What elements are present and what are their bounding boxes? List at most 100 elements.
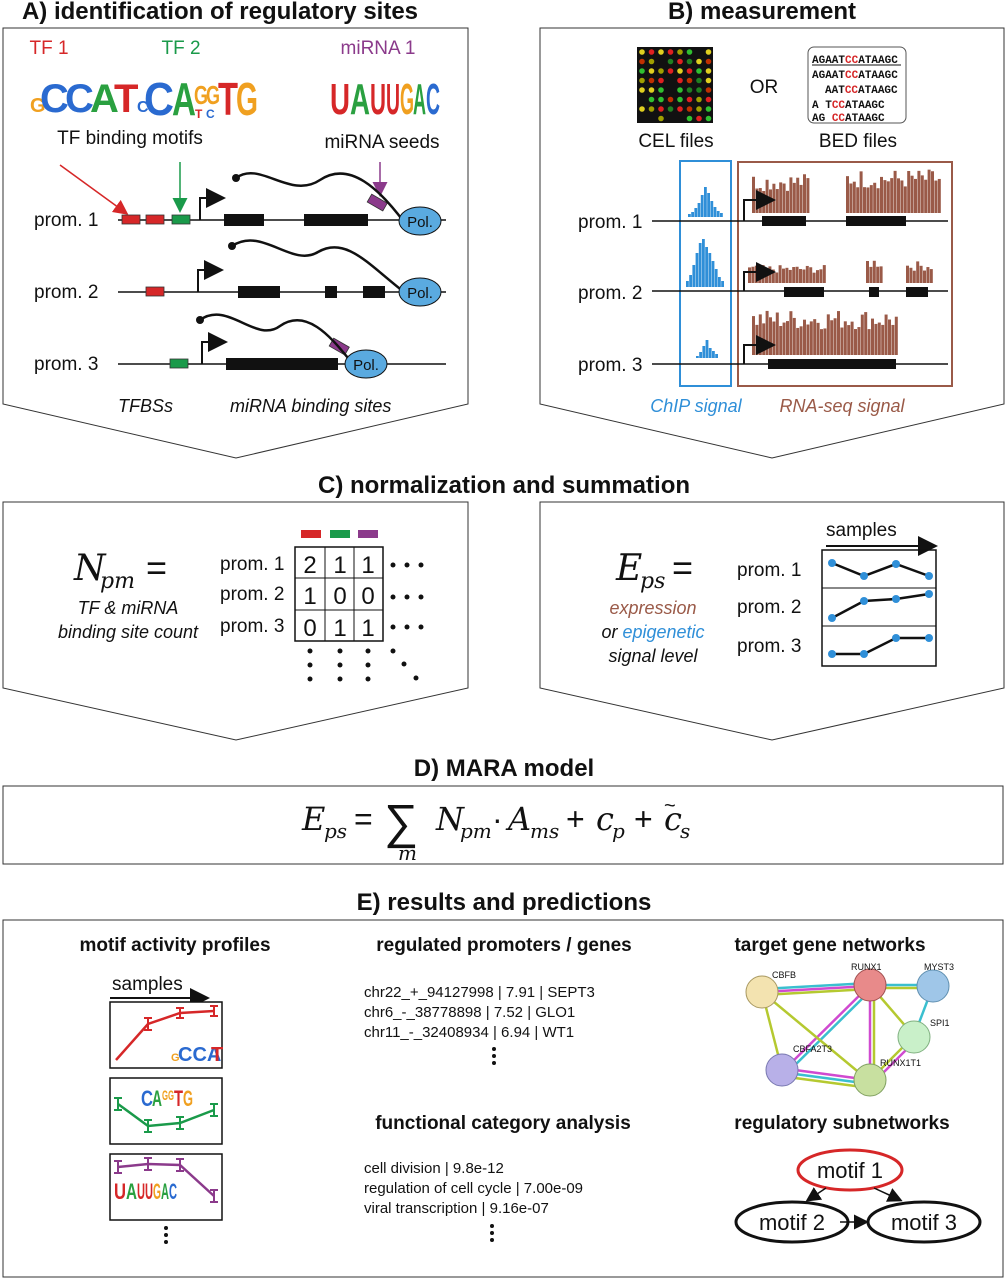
svg-text:+: + [566,801,585,837]
npm-desc-2: binding site count [58,622,199,642]
eps-formula: E ps = [615,547,693,594]
tf1-arrow [59,164,129,215]
activity-profile-tf2: C A GG T G [109,1077,223,1145]
panel-d-title: D) MARA model [414,755,594,782]
promoter-result-3: chr11_-_32408934 | 6.94 | WT1 [364,1024,574,1041]
b-prom1-label: prom. 1 [578,212,642,233]
promoter-result-1: chr22_+_94127998 | 7.91 | SEPT3 [364,984,595,1001]
svg-text:A: A [126,1179,137,1204]
mirna-seeds-label: miRNA seeds [324,132,439,153]
eps-desc-line2: or epigenetic [601,622,704,642]
mirna-motif-logo: U A U U G A C [330,75,440,124]
activity-profile-mirna: U A UU G A C [109,1153,223,1221]
bed-label: BED files [819,131,897,152]
promoter-3-track: prom. 3 Pol. [34,313,446,379]
svg-text:G: G [171,1052,180,1064]
svg-text:E: E [615,548,642,589]
cell-1-2: 0 [361,583,374,610]
svg-text:UU: UU [137,1179,153,1204]
gene-cbfa2t3: CBFA2T3 [793,1044,832,1054]
b-prom2-label: prom. 2 [578,283,642,304]
svg-text:G: G [194,80,208,110]
c-samples-label: samples [826,520,897,541]
category-result-1: cell division | 9.8e-12 [364,1160,504,1177]
matrix-col-mirna [358,530,378,538]
svg-text:=: = [672,547,693,588]
motif-2-node: motif 2 [759,1210,825,1235]
svg-text:N: N [435,800,465,838]
svg-text:T: T [218,73,238,125]
svg-text:T: T [195,107,203,121]
svg-text:C: C [144,73,174,125]
regulatory-subnetworks-title: regulatory subnetworks [734,1113,949,1134]
panel-b-title: B) measurement [668,0,856,25]
gene-runx1t1: RUNX1T1 [880,1058,921,1068]
svg-text:A: A [350,75,370,124]
category-more-dots [490,1224,494,1242]
motif-3-node: motif 3 [891,1210,957,1235]
c2-prom1-label: prom. 1 [737,560,801,581]
svg-text:p: p [612,819,625,843]
npm-formula: N pm = [73,547,167,594]
panel-b-frame [539,27,1005,459]
svg-text:C: C [40,77,69,121]
svg-text:G: G [153,1179,161,1204]
svg-text:U: U [330,75,350,124]
svg-text:G: G [30,95,46,117]
cell-0-0: 2 [303,552,316,579]
svg-text:E: E [301,800,325,838]
pol-3: Pol. [353,357,379,374]
svg-text:N: N [73,548,107,589]
prom1-label: prom. 1 [34,210,98,231]
tf1-motif-logo: G C C A T C [30,77,149,121]
svg-text:C: C [141,1086,153,1111]
microarray-image [637,47,713,123]
svg-text:~: ~ [664,795,676,817]
rnaseq-box [737,161,953,387]
cel-label: CEL files [638,131,713,152]
bed-line-5: AG CCATAAGC [812,113,885,125]
tf-motifs-label: TF binding motifs [57,128,203,149]
prom3-label: prom. 3 [34,354,98,375]
motif-1-node: motif 1 [817,1158,883,1183]
activity-more-dots [164,1226,168,1244]
eps-desc-level: signal level [608,646,698,666]
svg-text:pm: pm [460,819,492,843]
bed-line-2: AGAATCCATAAGC [812,70,898,82]
panel-c-title: C) normalization and summation [318,472,690,499]
matrix-col-tf1 [301,530,321,538]
eps-desc-expression: expression [609,598,696,618]
svg-text:C: C [426,75,440,124]
category-result-2: regulation of cell cycle | 7.00e-09 [364,1180,583,1197]
bed-line-3: AATCCATAAGC [825,85,898,97]
functional-category-title: functional category analysis [375,1113,631,1134]
svg-text:A: A [152,1086,162,1111]
svg-text:U: U [114,1179,126,1204]
or-label: OR [750,77,779,98]
bed-line-4: A TCCATAAGC [812,100,885,112]
tfbs-label: TFBSs [118,396,173,416]
chip-signal [686,187,724,358]
count-matrix: 2 1 1 1 0 0 0 1 1 [294,546,424,682]
promoter-more-dots [492,1047,496,1065]
prom2-label: prom. 2 [34,282,98,303]
svg-text:G: G [183,1086,193,1111]
promoter-result-2: chr6_-_38778898 | 7.52 | GLO1 [364,1004,575,1021]
svg-text:s: s [680,819,690,843]
cell-0-2: 1 [361,552,374,579]
regulated-promoters-title: regulated promoters / genes [376,935,632,956]
pol-2: Pol. [407,285,433,302]
target-gene-networks-title: target gene networks [734,935,925,956]
mirna-sites-label: miRNA binding sites [230,396,391,416]
svg-text:C: C [137,99,149,116]
category-result-3: viral transcription | 9.16e-07 [364,1200,549,1217]
mirna1-label: miRNA 1 [341,38,416,59]
gene-cbfb: CBFB [772,970,796,980]
c-prom2-label: prom. 2 [220,584,284,605]
svg-text:∑: ∑ [384,796,418,849]
svg-text:C: C [65,77,94,121]
gene-myst3: MYST3 [924,962,954,972]
svg-text:ps: ps [640,569,665,594]
svg-text:=: = [146,547,167,588]
